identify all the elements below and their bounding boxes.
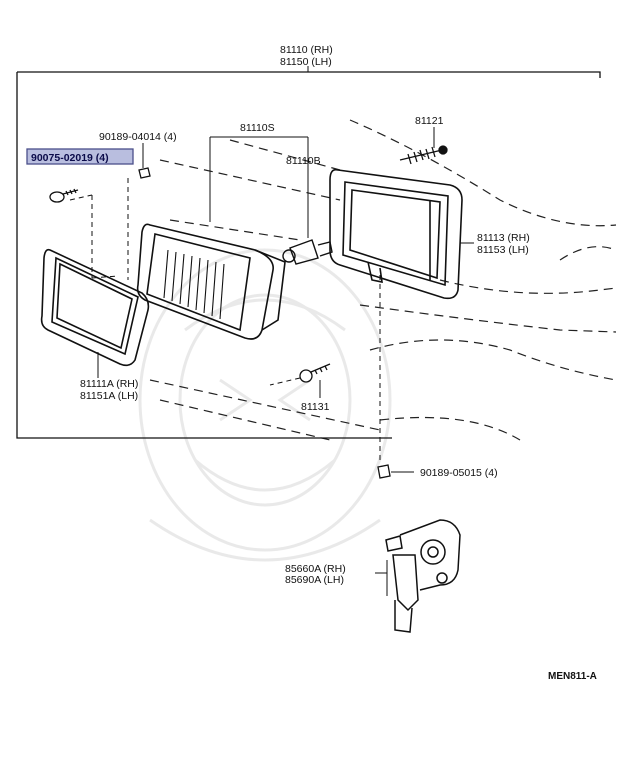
leader-lines <box>97 127 474 596</box>
assembly-guides <box>69 178 381 462</box>
label-assy-lh[interactable]: 81150 (LH) <box>280 56 332 68</box>
label-81110b[interactable]: 81110B <box>286 155 321 167</box>
clip-90189-04014 <box>138 167 151 179</box>
vehicle-body-outline <box>149 119 617 441</box>
label-81153-lh[interactable]: 81153 (LH) <box>477 244 529 256</box>
watermark-emblem <box>138 248 392 562</box>
label-81113-rh[interactable]: 81113 (RH) <box>477 232 530 244</box>
label-90189-05015[interactable]: 90189-05015 (4) <box>420 467 498 479</box>
label-90189-04014[interactable]: 90189-04014 (4) <box>99 131 177 143</box>
leveling-actuator <box>385 519 461 633</box>
screw-90075 <box>49 188 79 203</box>
highlight-box <box>26 148 134 165</box>
label-81131[interactable]: 81131 <box>301 401 330 413</box>
assembly-frame <box>16 71 601 439</box>
bulb <box>282 239 333 265</box>
label-81121[interactable]: 81121 <box>415 115 444 127</box>
label-assy-rh[interactable]: 81110 (RH) <box>280 44 333 56</box>
label-81110s[interactable]: 81110S <box>240 122 275 134</box>
label-81111a-rh[interactable]: 81111A (RH) <box>80 378 138 390</box>
sealed-beam-unit <box>136 223 286 340</box>
diagram-code: MEN811-A <box>548 671 597 682</box>
adjusting-screw <box>399 145 448 165</box>
headlamp-rim <box>40 248 150 367</box>
label-85690a-lh[interactable]: 85690A (LH) <box>285 574 344 586</box>
clip-90189-05015 <box>377 464 391 479</box>
label-90075-02019[interactable]: 90075-02019 (4) <box>31 152 109 164</box>
headlamp-housing <box>329 168 463 300</box>
screw-81131 <box>299 363 331 383</box>
label-81151a-lh[interactable]: 81151A (LH) <box>80 390 138 402</box>
label-85660a-rh[interactable]: 85660A (RH) <box>285 563 346 575</box>
